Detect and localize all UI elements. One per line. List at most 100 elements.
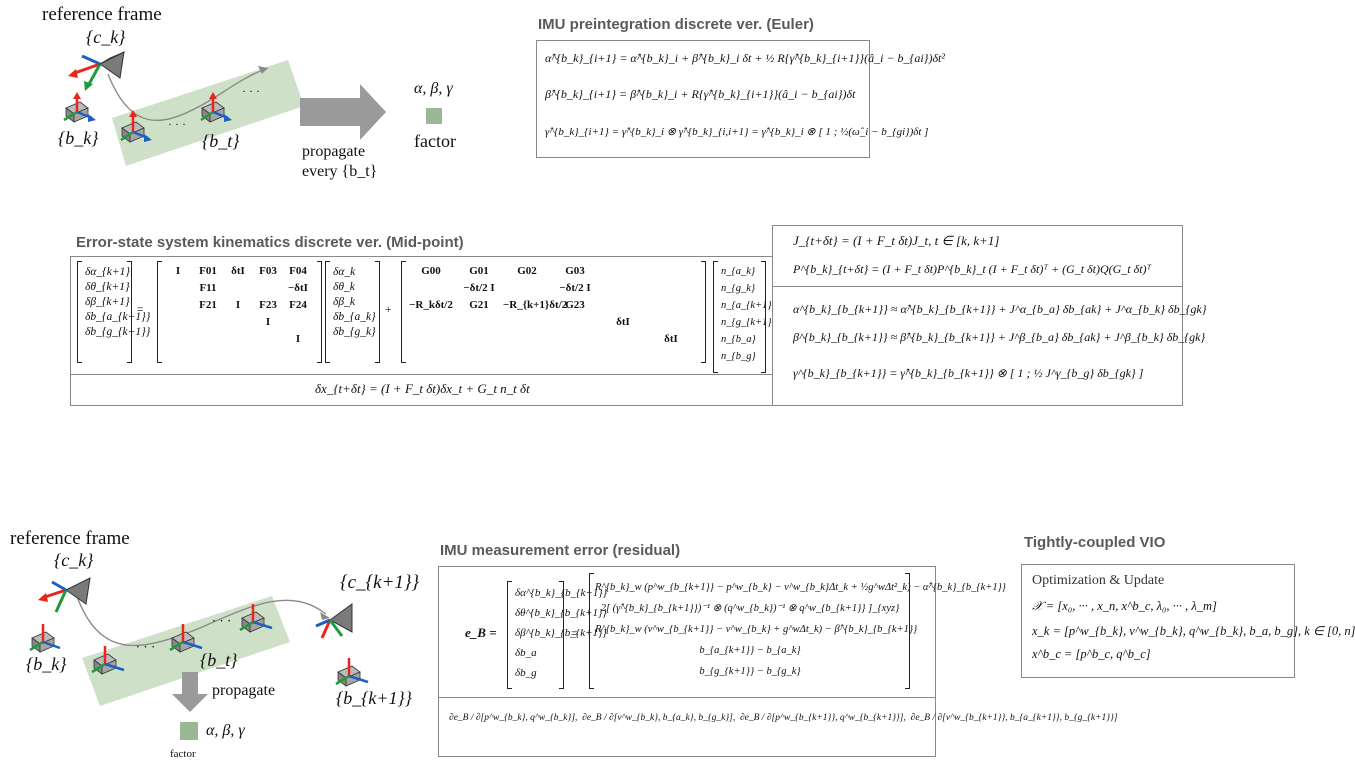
F-cell — [163, 316, 193, 333]
bottom-imu-band-icon-3 — [239, 604, 273, 633]
bottom-frames-svg — [29, 577, 369, 740]
G-cell — [647, 299, 695, 316]
F-cell — [193, 333, 223, 350]
G-cell — [599, 333, 647, 350]
bottom-bk1-label: {b_{k+1}} — [336, 688, 412, 708]
top-frames-svg — [63, 51, 442, 166]
G-cell: −R_kδt/2 — [409, 299, 453, 311]
bottom-reference-frame-label: reference frame — [10, 528, 130, 549]
F-cell: I — [295, 333, 301, 345]
G-row: δtI — [407, 316, 699, 333]
imu-band-icon-1 — [120, 110, 152, 143]
every-label: every {b_t} — [302, 163, 378, 180]
bottom-camera-ck1-icon — [315, 603, 353, 639]
F-cell — [283, 316, 313, 333]
vio-line-3: x^b_c = [p^b_c, q^b_c] — [1032, 647, 1151, 661]
bottom-propagate-arrow-icon — [172, 672, 208, 712]
euler-line-2: β̂^{b_k}_{i+1} = β̂^{b_k}_i + R{γ̂^{b_k}… — [545, 87, 856, 101]
F-row: I — [163, 316, 315, 333]
ck-label: {c_k} — [86, 27, 126, 47]
vio-box: Optimization & Update 𝒳 = [x₀, ··· , x_n… — [1021, 564, 1355, 678]
G-cell — [647, 282, 695, 299]
F-cell: F11 — [199, 282, 217, 294]
compact-equation: δx_{t+δt} = (I + F_t δt)δx_t + G_t n_t δ… — [315, 381, 530, 396]
G-cell — [599, 282, 647, 299]
F-cell — [253, 282, 283, 299]
G-cell: G03 — [565, 265, 585, 277]
bottom-imu-bk-icon — [29, 624, 61, 653]
G-cell — [407, 316, 455, 333]
bottom-bt-label: {b_t} — [200, 650, 238, 670]
G-cell: δtI — [664, 333, 678, 345]
camera-ck-icon — [68, 51, 125, 91]
bottom-imu-band-icon-2 — [169, 624, 203, 653]
bottom-imu-bk1-icon — [335, 658, 369, 687]
G-cell — [647, 316, 695, 333]
G-cell — [599, 265, 647, 282]
G-cell — [503, 333, 551, 350]
F-cell — [163, 299, 193, 316]
dots-2: · · · — [242, 84, 260, 98]
G-cell: δtI — [616, 316, 630, 328]
bottom-trajectory-arrowhead — [320, 612, 330, 620]
residual-box: e_B = δα^{b_k}_{b_{k+1}} δθ^{b_k}_{b_{k+… — [438, 566, 1118, 757]
F-cell — [223, 333, 253, 350]
imu-bk-icon — [63, 92, 96, 123]
midpoint-box: δα_{k+1} δθ_{k+1} δβ_{k+1} δb_{a_{k+1}} … — [70, 256, 776, 406]
alpha-beta-gamma-label: α, β, γ — [414, 80, 453, 97]
bottom-bk-label: {b_k} — [26, 654, 67, 674]
G-row: −δt/2 I−δt/2 I — [407, 282, 699, 299]
G-cell — [407, 282, 455, 299]
trajectory-arrowhead — [258, 66, 268, 74]
imu-band-icon-2 — [200, 92, 232, 123]
bottom-factor-square-icon — [180, 722, 198, 740]
G-cell: G00 — [421, 265, 441, 277]
G-cell — [407, 333, 455, 350]
F-cell — [193, 316, 223, 333]
bottom-diagram: reference frame {c_k} {c_{k+1}} — [0, 520, 420, 770]
F-cell: I — [175, 265, 181, 277]
F-cell — [223, 282, 253, 299]
x-vector: δα_k δθ_k δβ_k δb_{a_k} δb_{g_k} — [333, 266, 376, 338]
G-cell: G01 — [469, 265, 489, 277]
bottom-factor-label: factor — [170, 748, 196, 760]
G-cell — [551, 333, 599, 350]
bottom-trajectory-band — [82, 596, 290, 706]
F-cell — [223, 316, 253, 333]
F-cell: F21 — [199, 299, 217, 311]
F-cell: F23 — [259, 299, 277, 311]
G-cell — [599, 299, 647, 316]
F-cell — [253, 333, 283, 350]
vio-line-2: x_k = [p^w_{b_k}, v^w_{b_k}, q^w_{b_k}, … — [1032, 624, 1355, 638]
vio-line-1: 𝒳 = [x₀, ··· , x_n, x^b_c, λ₀, ··· , λ_m… — [1032, 599, 1217, 613]
euler-title: IMU preintegration discrete ver. (Euler) — [538, 16, 814, 33]
bottom-camera-ck-icon — [38, 577, 91, 613]
G-cell — [503, 316, 551, 333]
midpoint-title: Error-state system kinematics discrete v… — [76, 234, 464, 251]
n-vector: n_{a_k} n_{g_k} n_{a_{k+1}} n_{g_{k+1}} … — [721, 266, 776, 362]
euler-line-3: γ̂^{b_k}_{i+1} = γ̂^{b_k}_i ⊗ γ̂^{b_k}_{… — [545, 126, 929, 138]
euler-line-1: α̂^{b_k}_{i+1} = α̂^{b_k}_i + β̂^{b_k}_i… — [545, 51, 945, 65]
G-cell: G23 — [565, 299, 585, 311]
F-cell: −δtI — [288, 282, 308, 294]
propagate-label: propagate — [302, 143, 366, 160]
jac-gamma: γ^{b_k}_{b_{k+1}} = γ̂^{b_k}_{b_{k+1}} ⊗… — [793, 366, 1144, 380]
G-cell: −R_{k+1}δt/2 — [503, 299, 568, 311]
G-cell: −δt/2 I — [559, 282, 591, 294]
reference-frame-label: reference frame — [42, 4, 162, 25]
F-row: I — [163, 333, 315, 350]
G-cell — [455, 333, 503, 350]
top-diagram: reference frame {c_k} — [0, 0, 520, 200]
G-cell — [503, 282, 551, 299]
bt-label: {b_t} — [202, 131, 240, 151]
G-cell: G21 — [469, 299, 489, 311]
F-cell: F01 — [199, 265, 217, 277]
factor-label: factor — [414, 131, 456, 151]
F-cell: I — [265, 316, 271, 328]
bottom-propagate-label: propagate — [212, 682, 276, 699]
vio-subtitle: Optimization & Update — [1032, 573, 1165, 588]
bottom-dots-2: · · · — [212, 614, 232, 628]
